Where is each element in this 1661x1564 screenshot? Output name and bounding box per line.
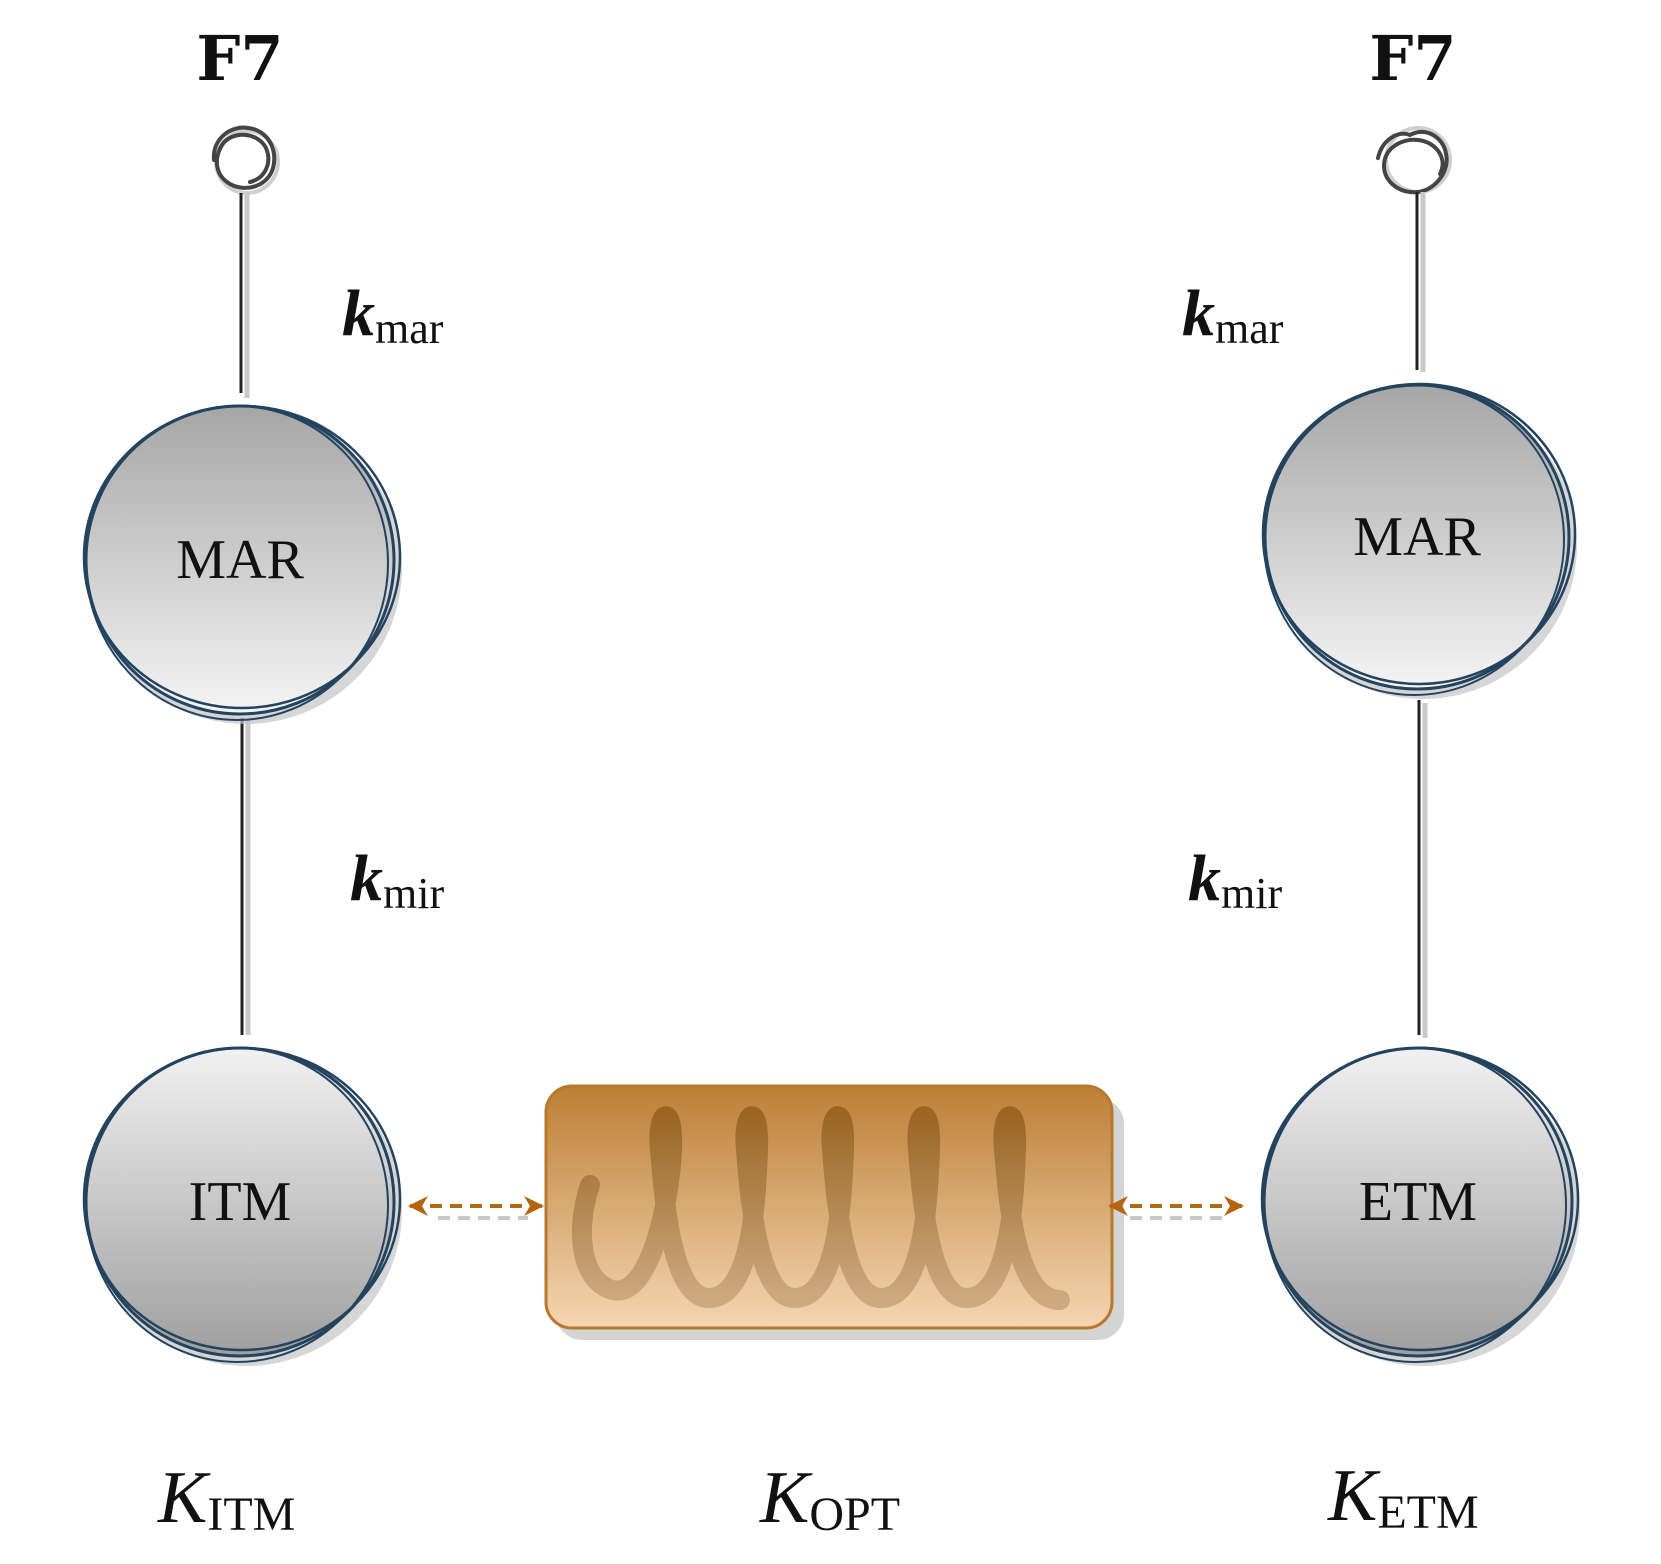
right-upper-wire (1415, 192, 1426, 372)
etm-coupling-arrow (1108, 1196, 1244, 1220)
right-mar-label: MAR (1353, 506, 1481, 568)
left-anchor-icon (211, 125, 280, 195)
right-mar-node: MAR (1261, 382, 1577, 699)
itm-label: ITM (189, 1171, 292, 1233)
optical-spring-box (544, 1084, 1124, 1340)
etm-label: ETM (1359, 1171, 1477, 1233)
k-etm-label: KETM (1327, 1455, 1479, 1539)
k-opt-label: KOPT (759, 1457, 900, 1541)
k-itm-label: KITM (157, 1457, 295, 1541)
itm-node: ITM (82, 1046, 402, 1366)
itm-coupling-arrow (408, 1196, 544, 1220)
left-kmir-label: kmir (350, 842, 444, 918)
coil-spring-icon (571, 1106, 1070, 1310)
left-mar-node: MAR (82, 404, 402, 724)
right-kmir-label: kmir (1188, 842, 1282, 918)
right-lower-wire (1417, 700, 1428, 1038)
left-mar-label: MAR (176, 529, 304, 591)
right-anchor-icon (1376, 126, 1452, 195)
left-lower-wire (240, 718, 251, 1035)
left-anchor-label: F7 (196, 22, 283, 95)
left-kmar-label: kmar (342, 277, 444, 353)
etm-node: ETM (1260, 1046, 1580, 1366)
left-upper-wire (239, 193, 250, 398)
right-anchor-label: F7 (1369, 22, 1456, 95)
right-kmar-label: kmar (1182, 277, 1284, 353)
